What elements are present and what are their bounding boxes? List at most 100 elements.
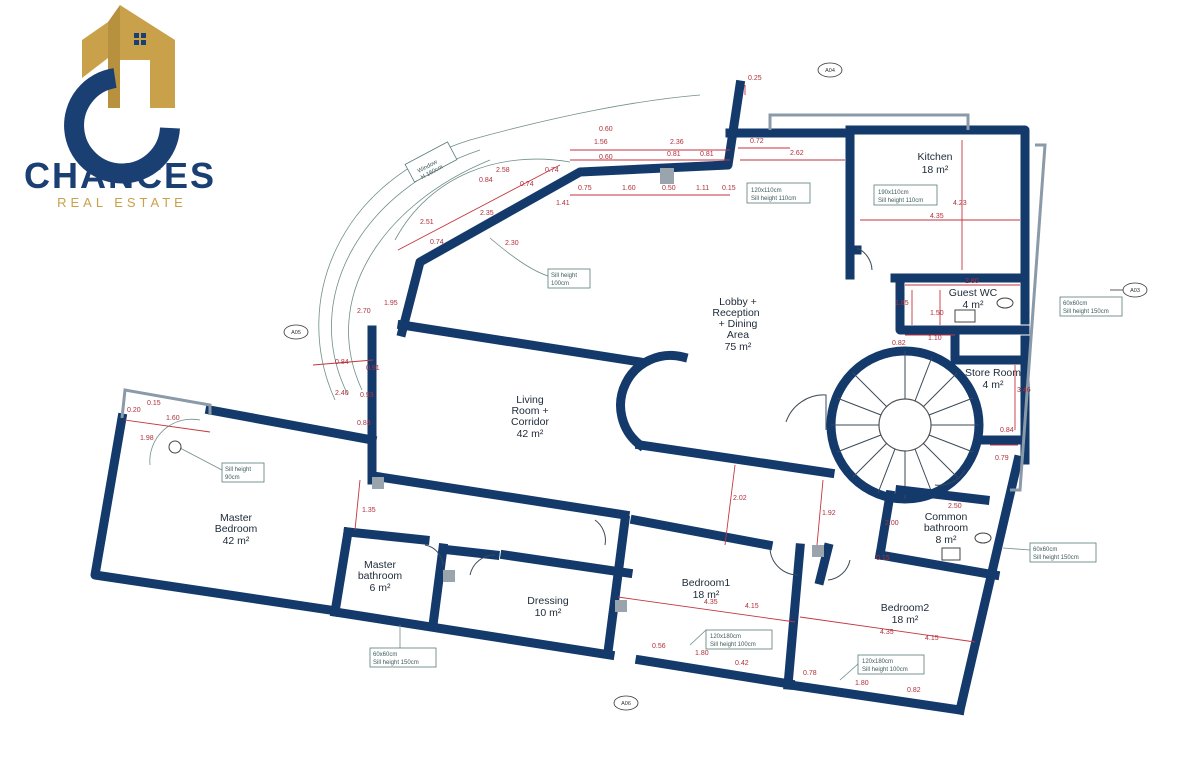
note-master-sill: Sill height 90cm [179,447,265,483]
note-wc-window: 60x60cm Sill height 150cm [1059,296,1123,317]
dim-label: 0.78 [803,670,817,677]
dim-label: 1.10 [928,335,942,342]
dim-label: 0.84 [479,177,493,184]
dim-label: 0.75 [578,185,592,192]
dimension-lines [124,85,1020,643]
dim-label: 1.85 [895,300,909,307]
svg-text:100cm: 100cm [551,281,569,287]
section-tags: A04 A03 A05 A06 [283,62,1148,711]
dim-label: 1.11 [696,185,709,192]
dim-label: 1.80 [695,650,709,657]
master-bath-label-line1: Master [364,559,397,571]
dim-label: 1.60 [166,415,180,422]
svg-text:60x60cm: 60x60cm [373,652,397,658]
kitchen-label: Kitchen [917,151,952,163]
lobby-area: 75 m² [725,341,752,353]
column-icon [660,168,674,184]
living-label-line3: Corridor [511,416,549,428]
master-bedroom-label-line2: Bedroom [215,523,258,535]
note-common-bath-window: 60x60cm Sill height 150cm [1002,542,1097,563]
dim-label: 0.84 [335,359,349,366]
dim-label: 1.98 [140,435,154,442]
svg-text:A03: A03 [1130,288,1140,294]
dim-label: 0.42 [735,660,749,667]
dim-label: 0.15 [722,185,736,192]
svg-text:120x180cm: 120x180cm [710,634,741,640]
master-bath-label-line2: bathroom [358,570,403,582]
common-bath-label-line1: Common [925,511,968,523]
dim-label: 0.79 [995,455,1009,462]
dim-label: 0.91 [366,365,380,372]
dim-label: 2.40 [335,390,349,397]
bedroom1-area: 18 m² [693,589,720,601]
lobby-label-line2: Reception [712,307,759,319]
svg-text:Sill height 150cm: Sill height 150cm [373,660,419,666]
dim-label: 0.82 [892,340,906,347]
master-bath-area: 6 m² [370,582,392,594]
dim-label: 0.50 [662,185,676,192]
dimension-labels: 0.25 0.72 2.62 1.56 2.36 0.81 0.81 0.60 … [127,75,1031,694]
bedroom2-label: Bedroom2 [881,602,930,614]
column-icon [443,570,455,582]
logo-name: CHANCES [24,155,216,196]
dim-label: 2.50 [948,503,962,510]
dim-label: 1.92 [822,510,836,517]
guest-wc-label: Guest WC [949,287,998,299]
lobby-label-line1: Lobby + [719,296,757,308]
dim-label: 0.74 [520,181,534,188]
toilet-icon [996,297,1014,309]
dim-label: 4.23 [953,200,967,207]
dim-label: 0.84 [1000,427,1014,434]
svg-text:A05: A05 [291,330,301,336]
dim-label: 0.81 [700,151,714,158]
dim-label: 1.35 [362,507,376,514]
dim-label: 4.15 [745,603,759,610]
dim-label: 2.51 [420,219,434,226]
walls [90,79,1047,716]
store-room-area: 4 m² [983,379,1005,391]
dim-label: 2.35 [480,210,494,217]
note-arc-window: Window H 160cm [404,141,458,183]
dressing-area: 10 m² [535,607,562,619]
dim-label: 1.50 [930,310,944,317]
dim-label: 0.72 [750,138,764,145]
svg-text:Sill height 100cm: Sill height 100cm [862,667,908,673]
master-bedroom-label-line1: Master [220,512,253,524]
dim-label: 4.15 [925,635,939,642]
note-bedroom1-window: 120x180cm Sill height 100cm [689,629,773,650]
svg-text:Sill height 150cm: Sill height 150cm [1033,555,1079,561]
doors [424,247,966,581]
sink-icon [941,547,961,561]
dim-label: 0.60 [599,154,613,161]
dim-label: 0.83 [357,420,371,427]
svg-text:A04: A04 [825,68,835,74]
room-labels: Kitchen 18 m² Lobby + Reception + Dining… [215,151,1022,626]
guest-wc-area: 4 m² [963,299,985,311]
note-kitchen-window-a: 120x110cm Sill height 110cm [746,182,811,204]
dim-label: 2.80 [965,278,979,285]
dim-label: 4.35 [704,599,718,606]
svg-text:Sill height 150cm: Sill height 150cm [1063,309,1109,315]
dim-label: 0.15 [876,555,890,562]
dim-label: 0.81 [667,151,681,158]
dim-label: 2.58 [496,167,510,174]
dim-label: 0.25 [748,75,762,82]
company-logo: CHANCES REAL ESTATE [24,5,216,210]
bedroom2-area: 18 m² [892,614,919,626]
dim-label: 1.41 [556,200,570,207]
dim-label: 2.30 [505,240,519,247]
living-label-line1: Living [516,394,544,406]
dim-label: 4.35 [880,629,894,636]
master-bedroom-area: 42 m² [223,535,250,547]
svg-text:90cm: 90cm [225,475,240,481]
section-tag-right: A03 [1110,282,1148,298]
dim-label: 1.95 [384,300,398,307]
svg-text:Sill height: Sill height [225,467,251,473]
svg-text:A06: A06 [621,701,631,707]
note-bedroom2-window: 120x180cm Sill height 100cm [839,654,925,681]
column-icon [812,545,824,557]
dim-label: 2.00 [885,520,899,527]
column-icon [615,600,627,612]
section-tag-left: A05 [283,324,309,340]
dim-label: 0.56 [652,643,666,650]
